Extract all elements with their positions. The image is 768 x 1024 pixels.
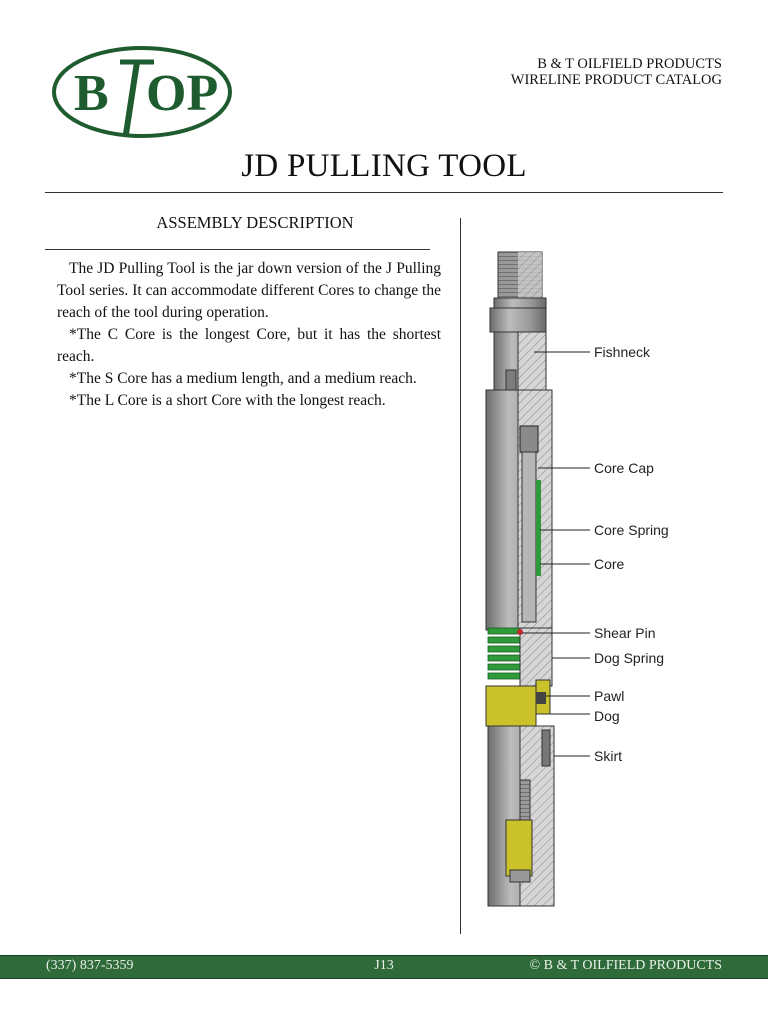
label-dog-spring: Dog Spring bbox=[594, 650, 664, 666]
footer-copyright: © B & T OILFIELD PRODUCTS bbox=[529, 958, 722, 973]
label-shear-pin: Shear Pin bbox=[594, 625, 655, 641]
section-divider bbox=[45, 249, 430, 250]
pulling-tool-drawing: Fishneck Core Cap Core Spring Core Shear… bbox=[485, 251, 669, 907]
label-pawl: Pawl bbox=[594, 688, 624, 704]
label-core-cap: Core Cap bbox=[594, 460, 654, 476]
tool-diagram: Fishneck Core Cap Core Spring Core Shear… bbox=[470, 240, 730, 920]
svg-text:OP: OP bbox=[146, 65, 218, 122]
description-paragraph: *The L Core is a short Core with the lon… bbox=[69, 392, 386, 409]
description-paragraph: The JD Pulling Tool is the jar down vers… bbox=[57, 260, 441, 321]
label-fishneck: Fishneck bbox=[594, 344, 651, 360]
label-skirt: Skirt bbox=[594, 748, 622, 764]
description-paragraph: *The C Core is the longest Core, but it … bbox=[57, 326, 441, 365]
section-heading: ASSEMBLY DESCRIPTION bbox=[156, 213, 354, 232]
label-core: Core bbox=[594, 556, 625, 572]
description-paragraph: *The S Core has a medium length, and a m… bbox=[69, 370, 417, 387]
company-name: B & T OILFIELD PRODUCTS bbox=[537, 56, 722, 72]
page-title: JD PULLING TOOL bbox=[241, 148, 527, 184]
svg-text:B: B bbox=[74, 65, 109, 122]
page-footer: J13 (337) 837-5359 © B & T OILFIELD PROD… bbox=[0, 955, 768, 979]
btop-logo-icon: B OP bbox=[52, 46, 232, 138]
title-divider bbox=[45, 192, 723, 193]
company-header: B & T OILFIELD PRODUCTS WIRELINE PRODUCT… bbox=[511, 56, 722, 88]
catalog-name: WIRELINE PRODUCT CATALOG bbox=[510, 72, 722, 88]
footer-page-number: J13 bbox=[374, 958, 394, 973]
label-dog: Dog bbox=[594, 708, 620, 724]
assembly-description: The JD Pulling Tool is the jar down vers… bbox=[57, 258, 441, 412]
label-core-spring: Core Spring bbox=[594, 522, 669, 538]
company-logo: B OP bbox=[50, 44, 234, 140]
footer-phone: (337) 837-5359 bbox=[46, 958, 134, 973]
column-divider bbox=[460, 218, 461, 934]
